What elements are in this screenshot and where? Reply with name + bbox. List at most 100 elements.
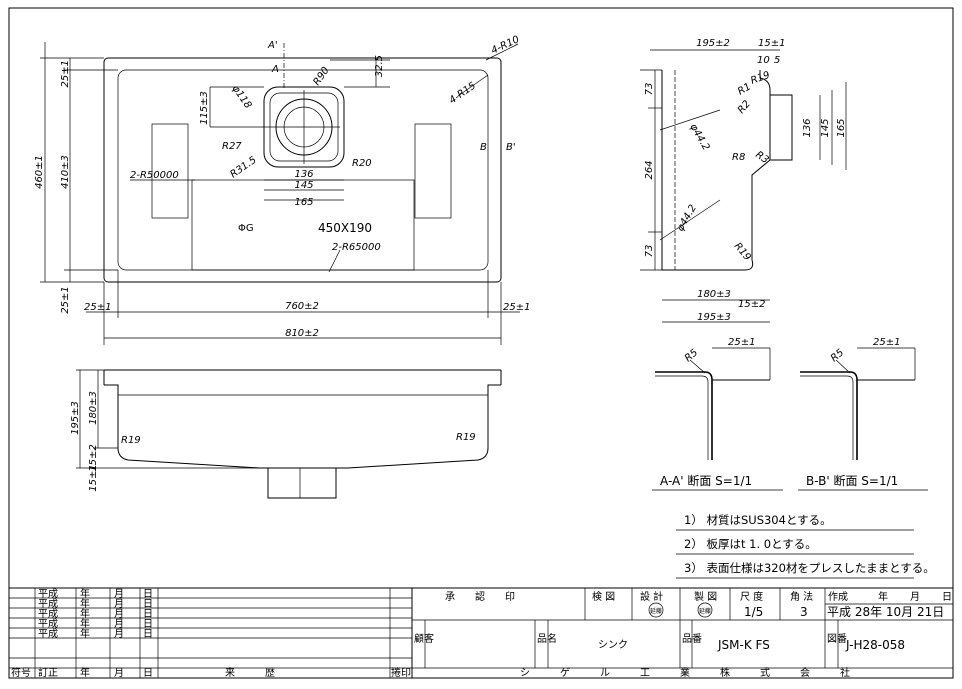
side-view (640, 49, 847, 323)
dim-r50000: 2-R50000 (130, 170, 179, 181)
dim-inner-height: 410±3 (60, 155, 71, 189)
footer-day: 日 (143, 668, 153, 679)
rev-row-month: 月 (114, 588, 124, 600)
hatch-right (414, 123, 452, 219)
section-mark-a: A (271, 64, 279, 75)
dim-front-r19-left: R19 (121, 435, 141, 446)
created-date: 平成 28年 10月 21日 (827, 605, 944, 619)
dim-front-15b: 15±1 (88, 464, 99, 491)
part-label: 品番 (682, 633, 702, 645)
dim-side-r2: R2 (736, 99, 753, 116)
dim-corner-r15: 4-R15 (447, 80, 478, 106)
rev-row-year: 年 (80, 607, 90, 620)
dim-front-180: 180±3 (88, 391, 99, 425)
dim-left-margin: 25±1 (84, 302, 111, 313)
dim-side-10: 10 (757, 55, 770, 66)
part-number: JSM-K FS (717, 638, 770, 652)
approval-label: 承 認 印 (445, 590, 515, 603)
section-bb-25: 25±1 (873, 337, 900, 348)
drain-label: ΦG (238, 223, 254, 234)
design-stamp-circle (648, 602, 664, 618)
created-month-label: 月 (910, 591, 920, 603)
item-label: 品名 (537, 632, 557, 645)
section-aa-25: 25±1 (728, 337, 755, 348)
footer-seal: 捲印 (391, 666, 411, 679)
rev-row-year: 年 (80, 617, 90, 630)
created-day-label: 日 (942, 592, 952, 603)
dim-overall-width: 810±2 (285, 328, 319, 339)
drafter-stamp-circle (697, 602, 713, 618)
dim-side-15-bottom: 15±2 (738, 299, 765, 310)
dim-side-5: 5 (774, 55, 780, 66)
note-2: 2） 板厚はt 1. 0とする。 (684, 537, 817, 551)
dim-r65000: 2-R65000 (332, 242, 381, 253)
rev-row-month: 月 (114, 618, 124, 630)
rev-row-day: 日 (143, 619, 153, 630)
section-bb-caption: B-B' 断面 S=1/1 (806, 473, 898, 488)
angle-label: 角 法 (790, 590, 813, 603)
rev-row-year: 年 (80, 587, 90, 600)
dim-side-73-bottom: 73 (644, 245, 655, 258)
created-label: 作成 (828, 591, 848, 603)
dim-side-phi44-top: φ44.2 (687, 122, 711, 153)
section-bb (800, 347, 916, 460)
dim-phi118: φ118 (230, 83, 254, 110)
section-mark-a-prime: A' (267, 40, 278, 51)
note-3: 3） 表面仕様は320材をプレスしたままとする。 (684, 561, 935, 575)
sheet-border (8, 7, 954, 679)
dim-side-phi44-bottom: φ44.2 (675, 203, 699, 234)
item-name: シンク (598, 639, 628, 651)
dim-r90: R90 (311, 65, 331, 87)
rev-row-era: 平成 (38, 628, 58, 640)
dim-top-margin: 25±1 (60, 60, 71, 87)
dim-145: 145 (294, 180, 313, 191)
dim-overall-height: 460±1 (34, 155, 45, 189)
section-aa-r5: R5 (683, 347, 700, 364)
dim-corner-r10: 4-R10 (490, 34, 522, 57)
section-bb-r5: R5 (829, 347, 846, 364)
rev-row-era: 平成 (38, 588, 58, 600)
rev-row-day: 日 (143, 589, 153, 600)
dim-r27: R27 (222, 141, 242, 152)
footer-month: 月 (114, 667, 124, 679)
inspect-label: 検 図 (592, 590, 615, 603)
drafter-label: 製 図 (694, 590, 717, 603)
rev-row-month: 月 (114, 628, 124, 640)
design-stamp: 延藤 (650, 607, 662, 615)
dim-136: 136 (294, 169, 313, 180)
dim-right-margin: 25±1 (503, 302, 530, 313)
rev-row-month: 月 (114, 608, 124, 620)
dim-front-15: 15±2 (88, 444, 99, 471)
rev-row-day: 日 (143, 599, 153, 610)
section-mark-b: B (480, 142, 487, 153)
dim-bottom-margin: 25±1 (60, 286, 71, 313)
dim-side-180: 180±3 (697, 289, 731, 300)
dim-side-165: 165 (836, 118, 847, 137)
dim-inner-width: 760±2 (285, 301, 319, 312)
drawing-number: J-H28-058 (845, 638, 905, 652)
dim-side-195-bottom: 195±3 (697, 312, 731, 323)
customer-label: 顧客 (414, 632, 434, 645)
footer-year: 年 (80, 666, 90, 679)
section-aa-caption: A-A' 断面 S=1/1 (660, 473, 752, 488)
rev-row-year: 年 (80, 597, 90, 610)
scale-value: 1/5 (744, 605, 763, 619)
dim-front-r19-right: R19 (456, 432, 476, 443)
note-1: 1） 材質はSUS304とする。 (684, 513, 832, 527)
dim-side-145: 145 (820, 118, 831, 137)
angle-value: 3 (800, 605, 808, 619)
scale-label: 尺 度 (740, 590, 763, 603)
dim-side-r8: R8 (732, 152, 745, 163)
dim-side-264: 264 (644, 160, 655, 179)
rev-row-era: 平成 (38, 598, 58, 610)
design-label: 設 計 (640, 590, 663, 603)
rev-row-day: 日 (143, 629, 153, 640)
hatch-left (151, 123, 189, 219)
dim-32-5: 32.5 (374, 55, 385, 77)
revision-rows: 平成 年 月 日 平成 年 月 日 平成 年 月 日 平成 年 月 日 平成 年… (38, 587, 153, 640)
dim-side-15: 15±1 (758, 38, 785, 49)
dim-r31-5: R31.5 (228, 155, 258, 181)
dim-side-73-top: 73 (644, 83, 655, 96)
dim-side-r1: R1 (736, 81, 753, 97)
embossed-area (191, 179, 415, 271)
